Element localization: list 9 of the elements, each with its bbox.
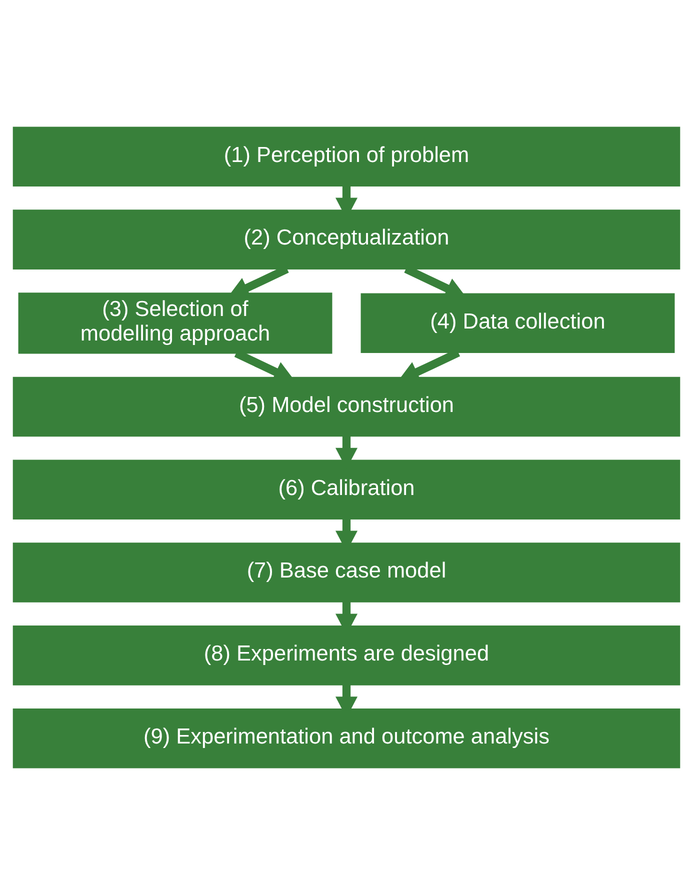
node-box: (9) Experimentation and outcome analysis bbox=[12, 708, 680, 768]
node-box: (6) Calibration bbox=[12, 459, 680, 520]
node-box: (4) Data collection bbox=[360, 292, 675, 353]
node-box: (5) Model construction bbox=[12, 376, 680, 436]
node-box: (3) Selection of modelling approach bbox=[18, 292, 332, 354]
node-box: (2) Conceptualization bbox=[12, 209, 680, 269]
node-box: (7) Base case model bbox=[12, 542, 680, 602]
node-box: (8) Experiments are designed bbox=[12, 625, 680, 685]
node-box: (1) Perception of problem bbox=[12, 126, 680, 186]
